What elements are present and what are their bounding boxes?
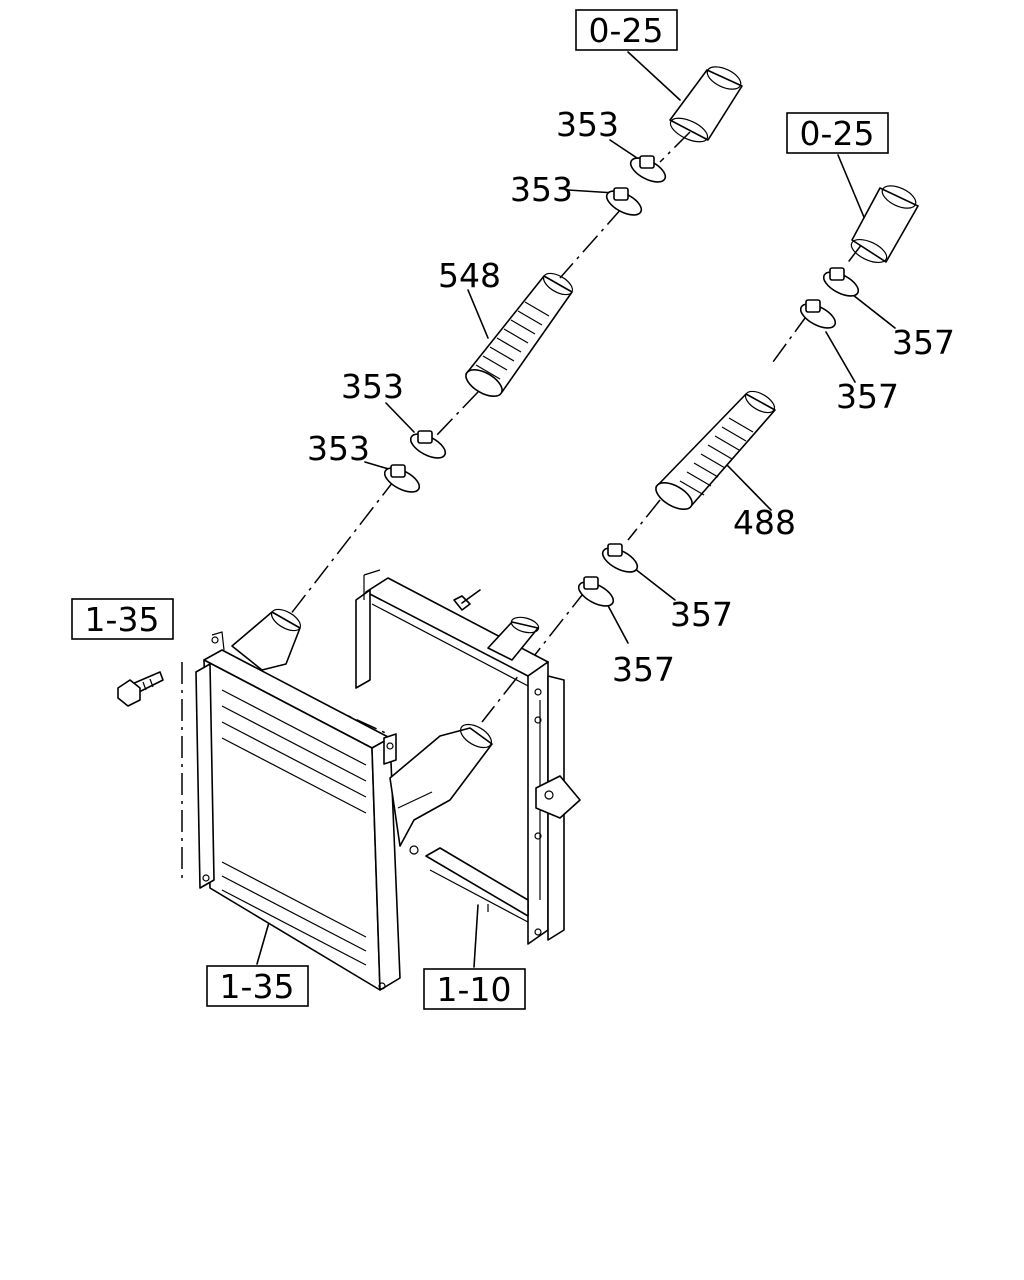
svg-text:0-25: 0-25 xyxy=(800,114,875,153)
leader-lines xyxy=(137,51,896,968)
clamp-357-icon xyxy=(822,267,860,297)
clamp-357-icon xyxy=(601,543,639,573)
svg-text:1-35: 1-35 xyxy=(85,600,160,639)
part-label-353: 353 xyxy=(510,170,573,209)
svg-text:0-25: 0-25 xyxy=(589,11,664,50)
hose-488-icon xyxy=(655,390,776,511)
ref-box-0-25-right[interactable]: 0-25 xyxy=(786,112,889,154)
clamp-353-icon xyxy=(605,187,643,216)
ref-box-1-10-radiator[interactable]: 1-10 xyxy=(423,968,526,1010)
part-label-353: 353 xyxy=(307,429,370,468)
part-label-357: 357 xyxy=(892,323,955,362)
ref-box-1-35-intercooler[interactable]: 1-35 xyxy=(206,965,309,1007)
clamp-353-icon xyxy=(383,464,421,493)
ref-box-1-35-bolt[interactable]: 1-35 xyxy=(71,598,174,640)
pipe-0-25-right xyxy=(850,185,919,264)
clamp-357-icon xyxy=(799,299,837,329)
svg-text:1-10: 1-10 xyxy=(437,970,512,1009)
ref-box-0-25-left[interactable]: 0-25 xyxy=(575,9,678,51)
svg-text:1-35: 1-35 xyxy=(220,967,295,1006)
pipe-0-25-left xyxy=(669,66,743,143)
clamp-353-icon xyxy=(629,155,667,183)
part-label-353: 353 xyxy=(556,105,619,144)
hose-548-icon xyxy=(465,272,574,398)
intercooler-1-35-icon xyxy=(195,608,493,991)
part-label-548: 548 xyxy=(438,256,501,295)
bolt-icon xyxy=(117,671,164,707)
clamp-353-icon xyxy=(409,430,447,459)
part-label-357: 357 xyxy=(670,595,733,634)
part-label-357: 357 xyxy=(612,650,675,689)
part-label-488: 488 xyxy=(733,503,796,542)
clamp-357-icon xyxy=(577,576,615,607)
part-label-353: 353 xyxy=(341,367,404,406)
radiator-1-10-icon xyxy=(355,569,581,945)
part-label-357: 357 xyxy=(836,377,899,416)
